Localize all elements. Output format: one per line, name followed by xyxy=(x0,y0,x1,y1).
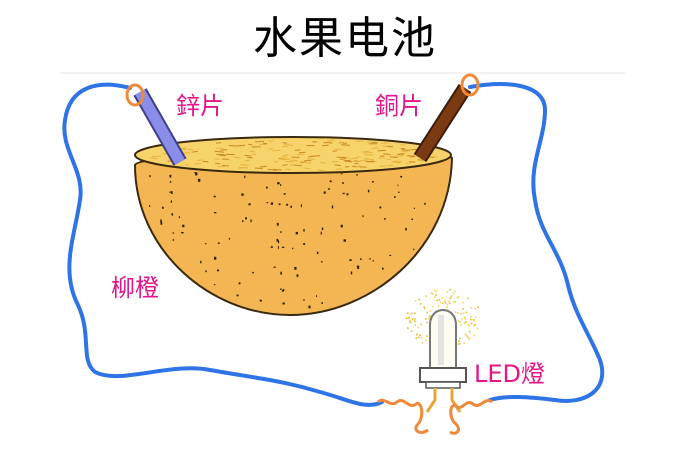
orange-pulp xyxy=(134,136,452,174)
led-clip xyxy=(377,398,429,434)
skin-dots xyxy=(149,172,426,309)
copper-clip xyxy=(460,73,480,97)
zinc-label: 鋅片 xyxy=(176,92,224,120)
wire xyxy=(62,82,384,407)
wire xyxy=(468,82,605,403)
led-base xyxy=(419,367,467,383)
copper-strip-face xyxy=(415,85,470,161)
led-label: LED燈 xyxy=(474,360,546,388)
copper-label: 銅片 xyxy=(375,92,423,120)
diagram-title: 水果电池 xyxy=(253,13,437,64)
zinc-strip-face xyxy=(135,89,185,165)
led-leg xyxy=(425,388,437,413)
orange-body xyxy=(133,151,454,317)
pulp-texture xyxy=(149,139,438,172)
led-clip xyxy=(449,399,493,435)
zinc-clip xyxy=(125,83,145,107)
led-rim xyxy=(425,381,461,389)
fruit-label: 柳橙 xyxy=(111,274,159,302)
